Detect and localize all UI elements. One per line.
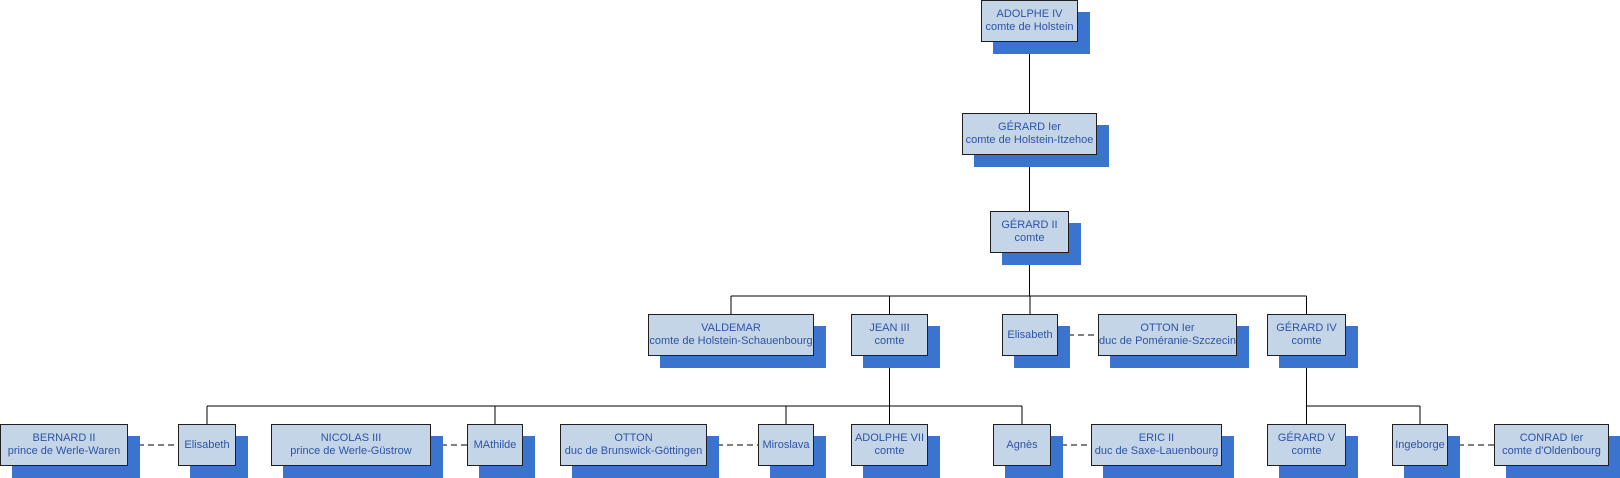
person-name: JEAN III: [869, 322, 910, 334]
person-title: comte: [874, 335, 905, 347]
person-title: duc de Brunswick-Göttingen: [564, 445, 703, 457]
person-title: comte: [1014, 232, 1045, 244]
person-box: MAthilde: [467, 424, 523, 466]
person-name: CONRAD Ier: [1519, 432, 1584, 444]
person-name: ADOLPHE IV: [996, 8, 1063, 20]
person-name: GÉRARD Ier: [998, 121, 1061, 133]
person-name: Elisabeth: [184, 438, 230, 451]
person-name: Elisabeth: [1007, 328, 1053, 341]
person-title: comte: [1291, 335, 1322, 347]
person-name: Miroslava: [762, 438, 810, 451]
person-node-agnes: Agnès: [993, 424, 1063, 478]
person-node-elisabeth2: Elisabeth: [178, 424, 248, 478]
person-title: comte: [874, 445, 905, 457]
person-box: Elisabeth: [178, 424, 236, 466]
person-name: Agnès: [1006, 438, 1038, 451]
person-name: GÉRARD IV: [1276, 322, 1337, 334]
person-name: MAthilde: [473, 438, 517, 451]
person-title: comte: [1291, 445, 1322, 457]
person-node-ingeborge: Ingeborge: [1392, 424, 1460, 478]
person-title: comte de Holstein-Itzehoe: [965, 134, 1094, 146]
person-title: prince de Werle-Güstrow: [290, 445, 412, 457]
person-name: BERNARD II: [32, 432, 96, 444]
person-box: Agnès: [993, 424, 1051, 466]
person-title: comte d'Oldenbourg: [1502, 445, 1601, 457]
person-box: Elisabeth: [1002, 314, 1058, 356]
person-name: OTTON: [614, 432, 653, 444]
person-title: duc de Saxe-Lauenbourg: [1094, 445, 1219, 457]
person-box: Miroslava: [758, 424, 814, 466]
person-name: ADOLPHE VII: [854, 432, 925, 444]
person-name: Ingeborge: [1395, 438, 1445, 451]
person-name: OTTON Ier: [1140, 322, 1195, 334]
person-title: prince de Werle-Waren: [7, 445, 121, 457]
person-node-elisabeth1: Elisabeth: [1002, 314, 1070, 368]
person-title: duc de Poméranie-Szczecin: [1099, 335, 1236, 347]
person-name: GÉRARD II: [1001, 219, 1058, 231]
person-name: ERIC II: [1138, 432, 1175, 444]
person-name: NICOLAS III: [320, 432, 382, 444]
person-name: VALDEMAR: [701, 322, 761, 334]
person-node-mathilde: MAthilde: [467, 424, 535, 478]
person-box: Ingeborge: [1392, 424, 1448, 466]
person-title: comte de Holstein: [985, 21, 1074, 33]
person-title: comte de Holstein-Schauenbourg: [649, 335, 813, 347]
person-name: GÉRARD V: [1277, 432, 1336, 444]
person-node-miroslava: Miroslava: [758, 424, 826, 478]
